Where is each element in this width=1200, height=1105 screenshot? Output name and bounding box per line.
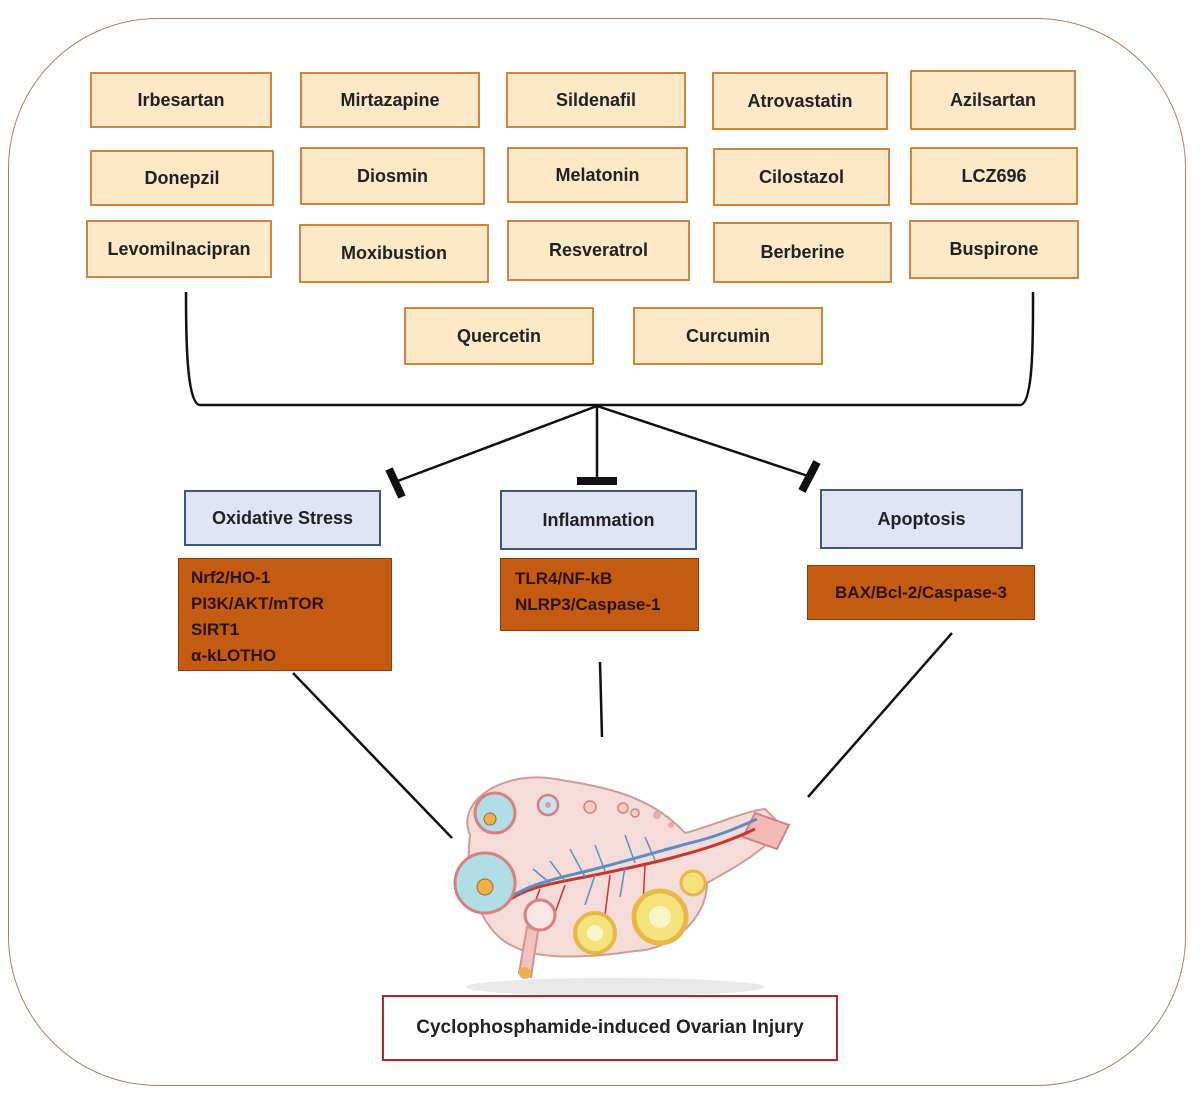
ovary-illustration (453, 776, 791, 996)
drug-box-donepzil: Donepzil (90, 150, 274, 206)
drug-box-cilostazol: Cilostazol (713, 148, 890, 206)
pathway-label: Nrf2/HO-1 (191, 568, 271, 587)
inhibit-arrow-oxidative (394, 404, 598, 484)
drug-bracket (184, 291, 1035, 407)
mechanism-box-inflammation: Inflammation (500, 490, 697, 550)
drug-box-atrovastatin: Atrovastatin (712, 72, 888, 130)
pathway-box-apoptosis: BAX/Bcl-2/Caspase-3 (807, 565, 1035, 620)
inhibit-bar-apoptosis (798, 460, 821, 493)
pathway-label: TLR4/NF-kB (515, 569, 613, 588)
drug-box-buspirone: Buspirone (909, 220, 1079, 279)
pathway-label: NLRP3/Caspase-1 (515, 595, 661, 614)
pathway-label: PI3K/AKT/mTOR (191, 594, 324, 613)
outcome-box-ovarian-injury: Cyclophosphamide-induced Ovarian Injury (382, 995, 838, 1061)
mechanism-box-apoptosis: Apoptosis (820, 489, 1023, 549)
diagram-frame (8, 18, 1186, 1086)
drug-box-levomilnacipran: Levomilnacipran (86, 220, 272, 278)
drug-box-melatonin: Melatonin (507, 147, 688, 203)
mechanism-box-oxidative-stress: Oxidative Stress (184, 490, 381, 546)
link-inflammation-ovary (598, 661, 604, 738)
link-apoptosis-ovary (807, 632, 953, 798)
drug-box-moxibustion: Moxibustion (299, 224, 489, 283)
link-oxidative-ovary (292, 672, 453, 839)
drug-box-resveratrol: Resveratrol (507, 220, 690, 281)
drug-box-curcumin: Curcumin (633, 307, 823, 365)
inhibit-bar-oxidative (385, 467, 406, 499)
inhibit-arrow-apoptosis (596, 404, 809, 478)
drug-box-sildenafil: Sildenafil (506, 72, 686, 128)
pathway-box-oxidative-stress: Nrf2/HO-1 PI3K/AKT/mTOR SIRT1 α-kLOTHO (178, 558, 392, 671)
pathway-label: BAX/Bcl-2/Caspase-3 (835, 582, 1007, 602)
pathway-label: SIRT1 (191, 620, 240, 639)
drug-box-lcz696: LCZ696 (910, 147, 1078, 205)
pathway-label: α-kLOTHO (191, 646, 277, 665)
drug-box-berberine: Berberine (713, 222, 892, 283)
drug-box-diosmin: Diosmin (300, 147, 485, 205)
drug-box-quercetin: Quercetin (404, 307, 594, 365)
pathway-box-inflammation: TLR4/NF-kB NLRP3/Caspase-1 (500, 558, 699, 631)
drug-box-mirtazapine: Mirtazapine (300, 72, 480, 128)
drug-box-irbesartan: Irbesartan (90, 72, 272, 128)
drug-box-azilsartan: Azilsartan (910, 70, 1076, 130)
